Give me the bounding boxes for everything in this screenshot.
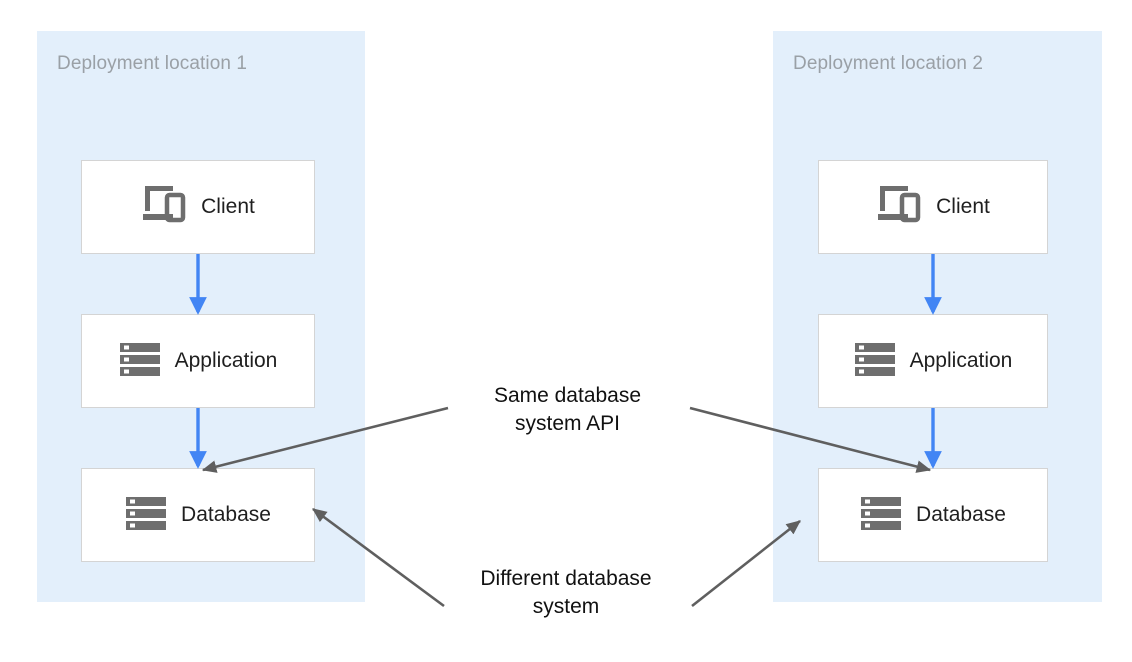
node-application-2[interactable]: Application bbox=[818, 314, 1048, 408]
node-database-1[interactable]: Database bbox=[81, 468, 315, 562]
annotation-same-api-text: Same database system API bbox=[493, 384, 642, 435]
node-database-2[interactable]: Database bbox=[818, 468, 1048, 562]
server-stack-icon bbox=[125, 492, 167, 539]
devices-icon bbox=[876, 184, 922, 231]
node-client-2[interactable]: Client bbox=[818, 160, 1048, 254]
node-database-1-label: Database bbox=[181, 503, 271, 526]
node-database-2-label: Database bbox=[916, 503, 1006, 526]
node-application-1-label: Application bbox=[174, 349, 278, 372]
deployment-zone-1-label: Deployment location 1 bbox=[57, 53, 248, 74]
node-application-2-label: Application bbox=[909, 349, 1013, 372]
annotation-different-system-text: Different database system bbox=[480, 567, 652, 618]
node-client-1[interactable]: Client bbox=[81, 160, 315, 254]
server-stack-icon bbox=[860, 492, 902, 539]
server-stack-icon bbox=[854, 338, 896, 385]
deployment-zone-2-label: Deployment location 2 bbox=[793, 53, 984, 74]
server-stack-icon bbox=[119, 338, 161, 385]
node-application-1[interactable]: Application bbox=[81, 314, 315, 408]
node-client-1-label: Client bbox=[201, 195, 255, 218]
node-client-2-label: Client bbox=[936, 195, 990, 218]
devices-icon bbox=[141, 184, 187, 231]
